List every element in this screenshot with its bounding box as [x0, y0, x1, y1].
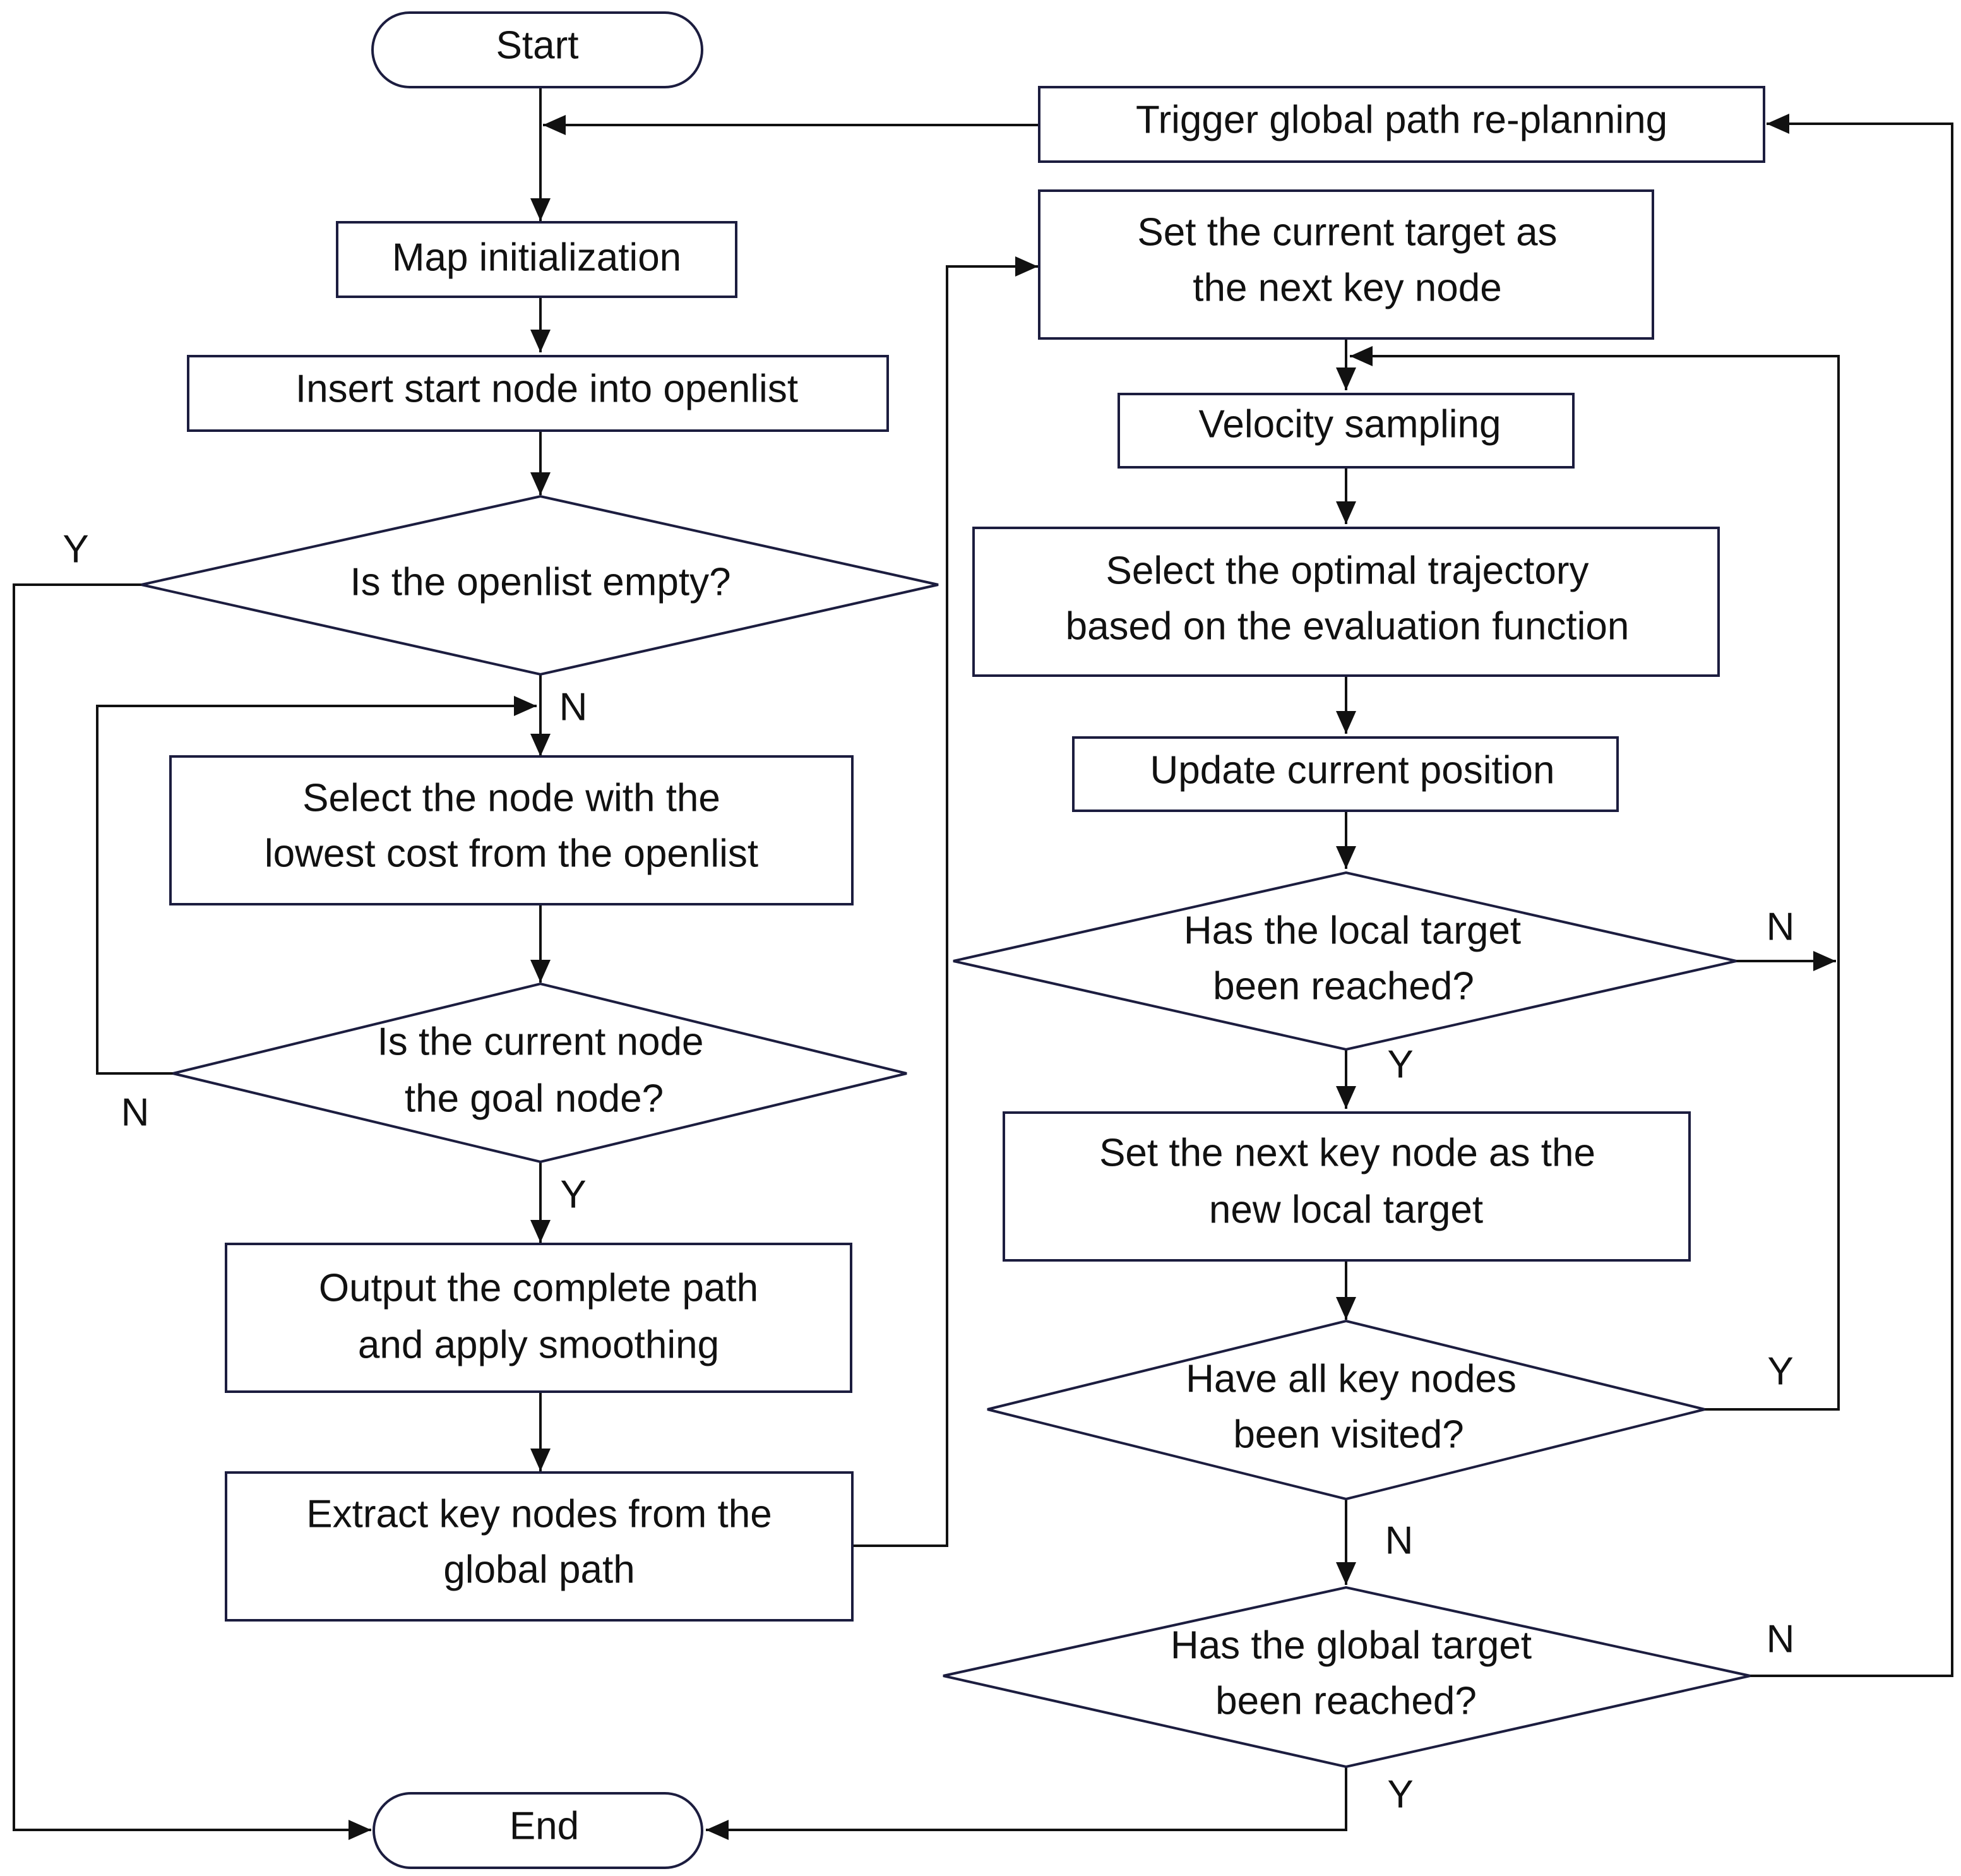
set-next-key-node-line-2: new local target — [1209, 1188, 1483, 1231]
set-current-target-line-2: the next key node — [1193, 266, 1501, 309]
goal-yes-label: Y — [560, 1173, 586, 1216]
goal-node-line-2: the goal node? — [405, 1077, 664, 1120]
edge-global-no-to-replan — [1750, 114, 1953, 1677]
select-trajectory-line-2: based on the evaluation function — [1066, 604, 1630, 648]
set-next-key-node-box: Set the next key node as the new local t… — [1003, 1111, 1691, 1262]
edge-global-yes-to-end — [706, 1767, 1347, 1840]
goal-node-line-1: Is the current node — [378, 1020, 704, 1063]
openlist-empty-decision: Is the openlist empty? — [141, 494, 939, 676]
global-target-line-1: Has the global target — [1171, 1623, 1532, 1667]
all-visited-line-1: Have all key nodes — [1186, 1357, 1517, 1401]
local-yes-label: Y — [1387, 1043, 1413, 1086]
global-no-label: N — [1767, 1617, 1795, 1661]
trigger-replanning-label: Trigger global path re-planning — [1136, 98, 1667, 141]
openlist-no-label: N — [559, 685, 588, 729]
openlist-empty-label: Is the openlist empty? — [350, 560, 730, 604]
set-current-target-line-1: Set the current target as — [1137, 210, 1557, 254]
set-current-target-box: Set the current target as the next key n… — [1038, 189, 1654, 340]
select-trajectory-line-1: Select the optimal trajectory — [1106, 549, 1588, 592]
global-target-decision: Has the global target been reached? — [943, 1586, 1751, 1769]
select-trajectory-box: Select the optimal trajectory based on t… — [972, 527, 1720, 677]
start-label: Start — [496, 23, 579, 67]
local-target-line-2: been reached? — [1213, 964, 1474, 1008]
global-target-line-2: been reached? — [1215, 1679, 1477, 1723]
end-terminal: End — [373, 1792, 703, 1869]
edge-openlist-yes-to-end — [13, 583, 371, 1840]
output-path-box: Output the complete path and apply smoot… — [225, 1243, 852, 1393]
visited-yes-label: Y — [1767, 1349, 1793, 1393]
select-lowest-cost-line-1: Select the node with the — [302, 776, 720, 820]
local-target-line-1: Has the local target — [1184, 909, 1521, 952]
trigger-replanning-box: Trigger global path re-planning — [1038, 86, 1765, 163]
output-path-line-2: and apply smoothing — [358, 1323, 719, 1366]
edge-visited-yes-loop — [1350, 346, 1840, 1411]
map-initialization-box: Map initialization — [336, 221, 737, 298]
connectors — [13, 87, 1953, 1840]
edge-extract-to-set-target — [854, 256, 1038, 1547]
extract-key-nodes-line-1: Extract key nodes from the — [306, 1492, 772, 1536]
insert-start-node-label: Insert start node into openlist — [295, 367, 798, 410]
update-position-box: Update current position — [1072, 736, 1619, 812]
local-target-decision: Has the local target been reached? — [953, 871, 1737, 1051]
map-initialization-label: Map initialization — [392, 236, 681, 279]
branch-labels: Y N N Y N Y Y N N Y — [63, 527, 1794, 1816]
local-no-label: N — [1767, 905, 1795, 948]
set-next-key-node-line-1: Set the next key node as the — [1099, 1131, 1595, 1174]
all-visited-line-2: been visited? — [1233, 1413, 1463, 1456]
all-key-nodes-visited-decision: Have all key nodes been visited? — [987, 1319, 1705, 1501]
end-label: End — [510, 1804, 579, 1848]
extract-key-nodes-line-2: global path — [443, 1548, 635, 1591]
goal-no-label: N — [121, 1090, 150, 1134]
start-terminal: Start — [371, 11, 703, 88]
update-position-label: Update current position — [1150, 748, 1554, 792]
select-lowest-cost-box: Select the node with the lowest cost fro… — [169, 755, 854, 905]
goal-node-decision: Is the current node the goal node? — [172, 982, 907, 1164]
select-lowest-cost-line-2: lowest cost from the openlist — [265, 832, 758, 875]
extract-key-nodes-box: Extract key nodes from the global path — [225, 1471, 854, 1622]
openlist-yes-label: Y — [63, 527, 88, 571]
velocity-sampling-box: Velocity sampling — [1118, 393, 1575, 469]
velocity-sampling-label: Velocity sampling — [1198, 402, 1501, 446]
global-yes-label: Y — [1387, 1772, 1413, 1816]
edge-goal-no-loop — [96, 696, 537, 1075]
insert-start-node-box: Insert start node into openlist — [187, 355, 889, 432]
visited-no-label: N — [1385, 1519, 1414, 1562]
output-path-line-1: Output the complete path — [319, 1266, 758, 1310]
